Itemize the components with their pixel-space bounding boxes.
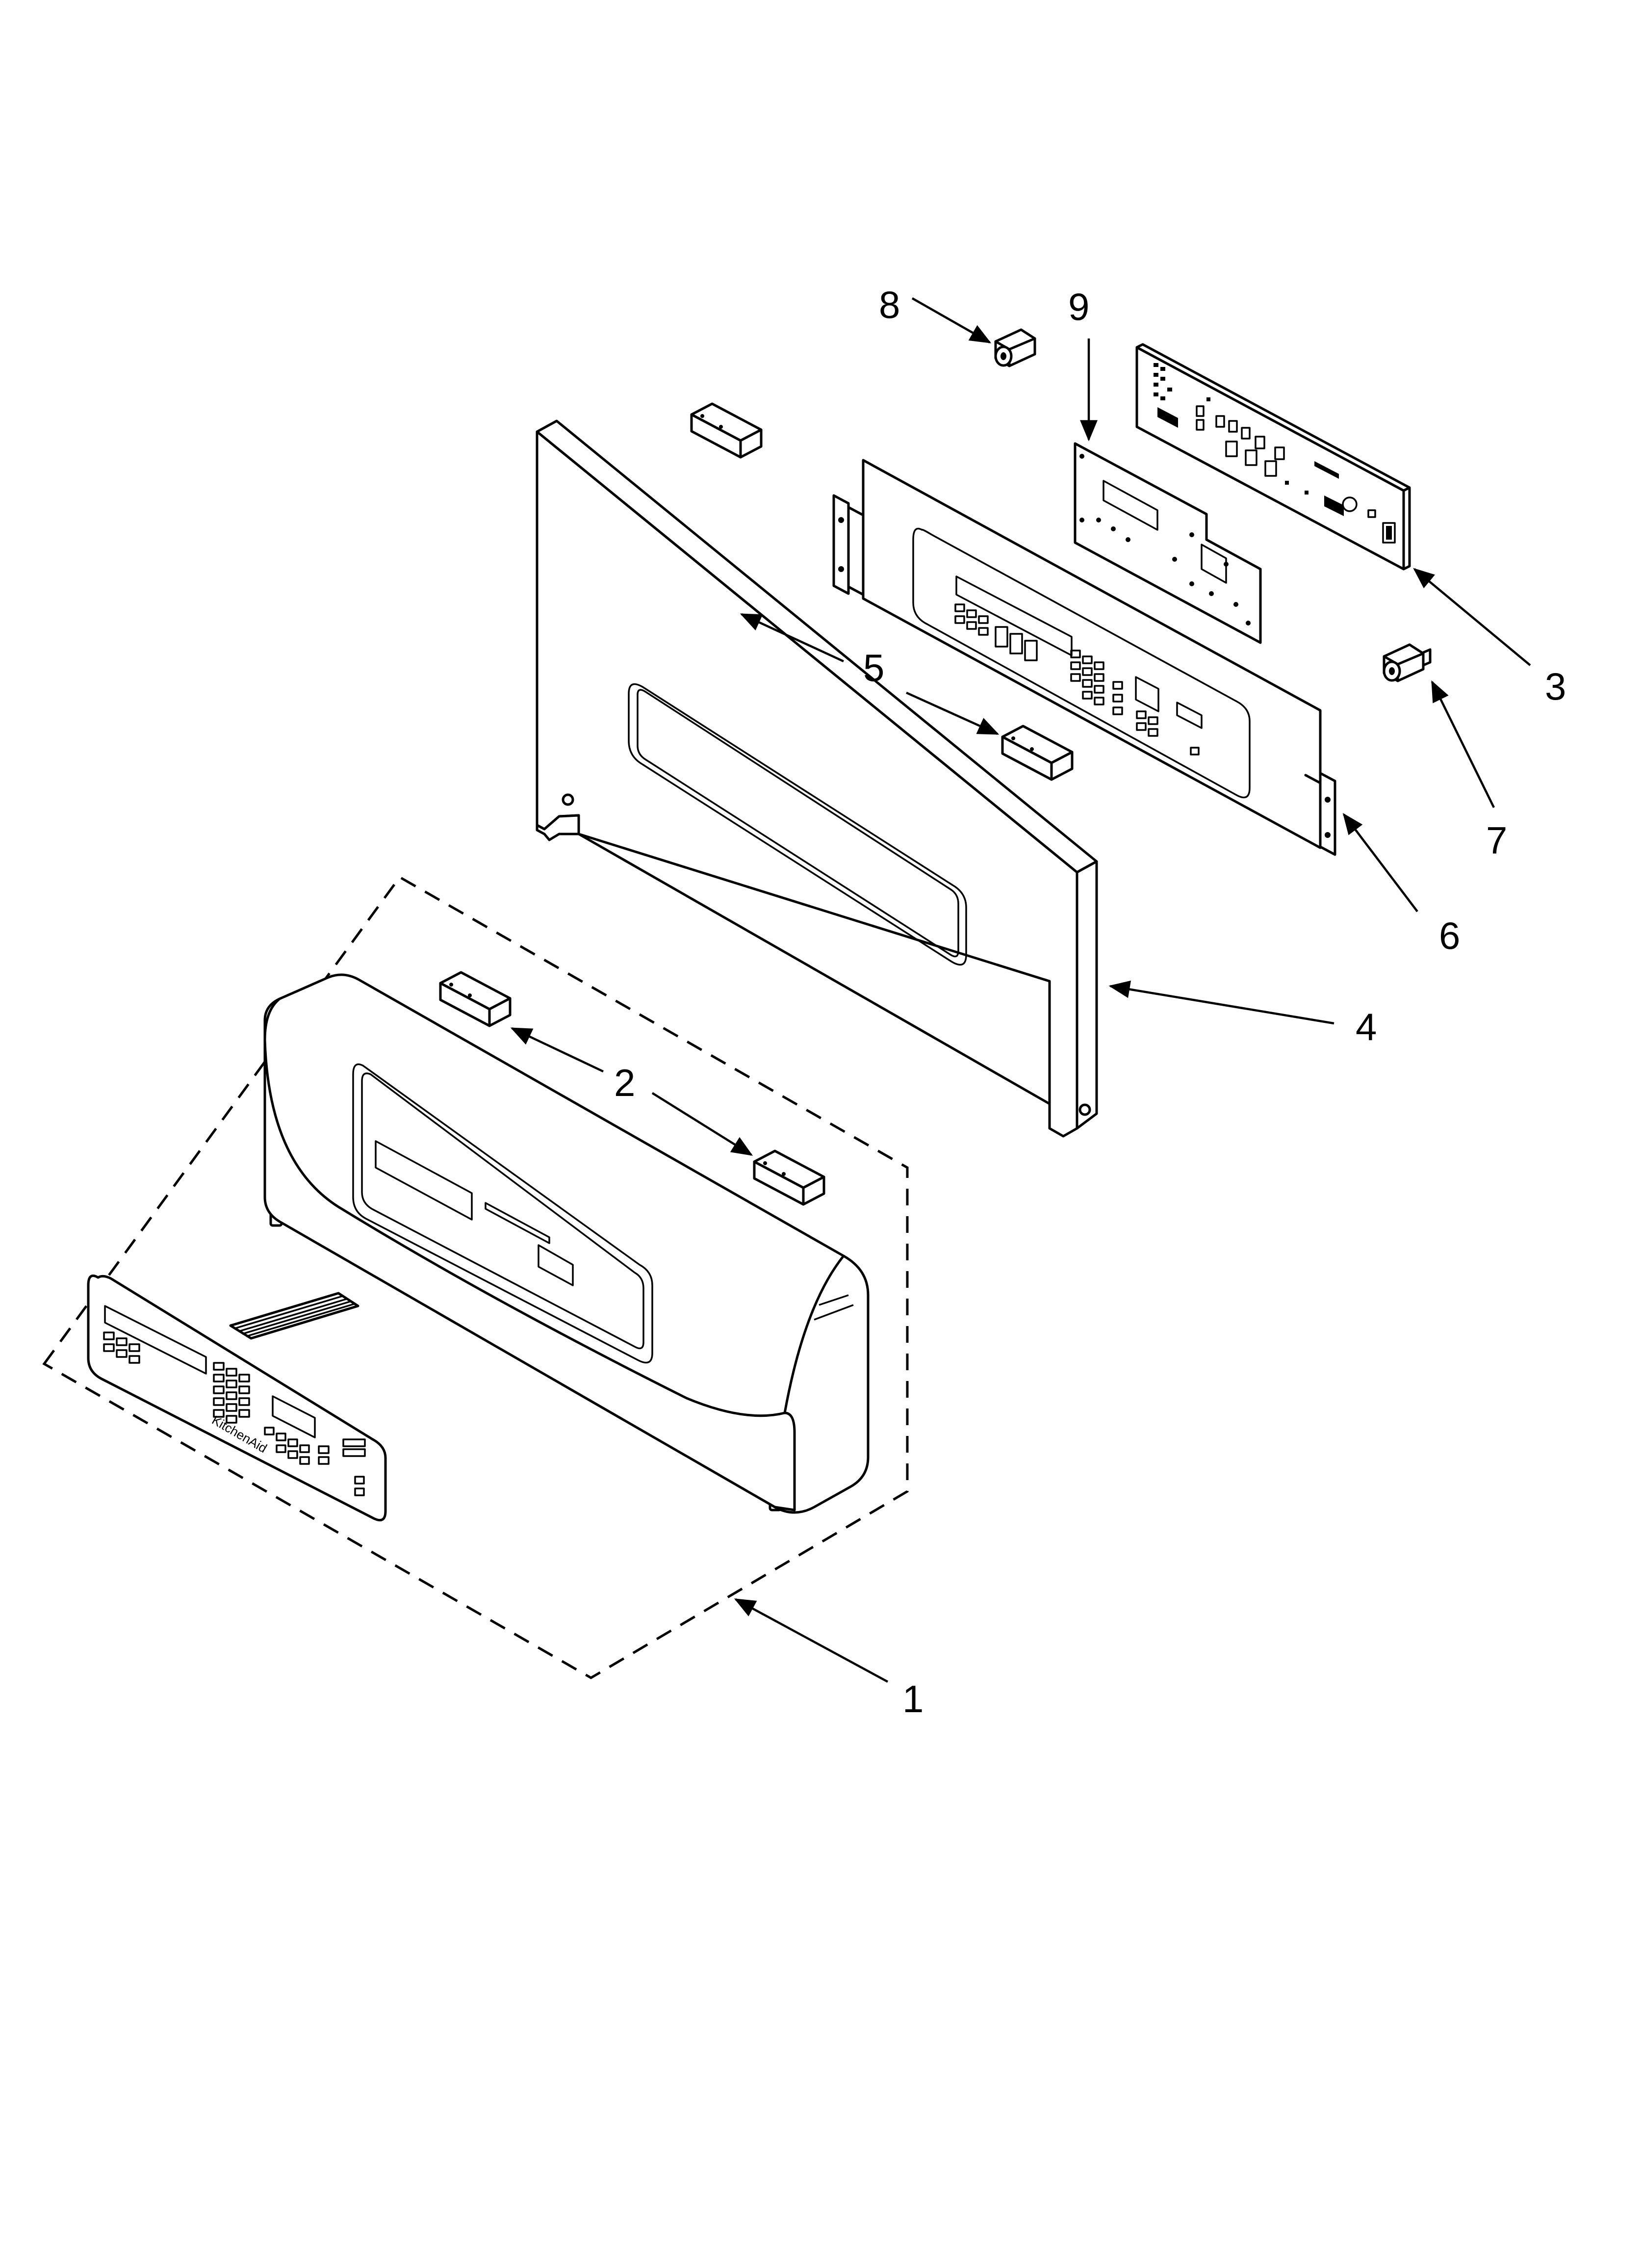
callout-1: 1 xyxy=(902,1677,924,1721)
callout-9: 9 xyxy=(1068,285,1089,328)
leader-2b xyxy=(651,1092,753,1156)
part-5-bracket-upper xyxy=(690,402,763,459)
part-2-bracket-upper xyxy=(439,971,512,1027)
leader-8 xyxy=(911,297,992,343)
leader-5b xyxy=(906,691,1000,735)
part-9-mounting-plate xyxy=(1074,442,1262,644)
part-6-control-panel xyxy=(832,459,1336,856)
part-3-control-board xyxy=(1135,343,1411,571)
callout-6: 6 xyxy=(1439,914,1460,957)
callout-2: 2 xyxy=(614,1061,635,1104)
callout-3: 3 xyxy=(1545,665,1566,708)
panel-6-keys xyxy=(954,603,1203,756)
callout-4: 4 xyxy=(1356,1005,1377,1048)
part-1-panel-housing xyxy=(263,973,870,1514)
keypad-overlay: KitchenAid xyxy=(87,1275,387,1522)
leader-2a xyxy=(510,1027,604,1073)
callout-7: 7 xyxy=(1486,819,1507,862)
leader-3 xyxy=(1413,568,1531,666)
leader-4 xyxy=(1108,980,1334,1025)
part-7-spacer xyxy=(1383,643,1432,682)
callout-5: 5 xyxy=(863,646,884,689)
part-2-bracket-lower xyxy=(753,1149,825,1206)
leader-7 xyxy=(1431,680,1495,808)
part-5-bracket-lower xyxy=(1001,725,1074,781)
assembly-boundary-1 xyxy=(42,875,909,1679)
part-4-panel-frame xyxy=(536,419,1098,1138)
part-8-spacer xyxy=(994,328,1036,367)
callout-8: 8 xyxy=(879,283,900,326)
leader-6 xyxy=(1342,813,1418,912)
callout-labels: 8 9 3 7 6 4 5 2 1 xyxy=(614,283,1566,1721)
leader-1 xyxy=(734,1598,889,1683)
leader-5a xyxy=(740,613,844,663)
callout-leaders xyxy=(510,297,1531,1683)
